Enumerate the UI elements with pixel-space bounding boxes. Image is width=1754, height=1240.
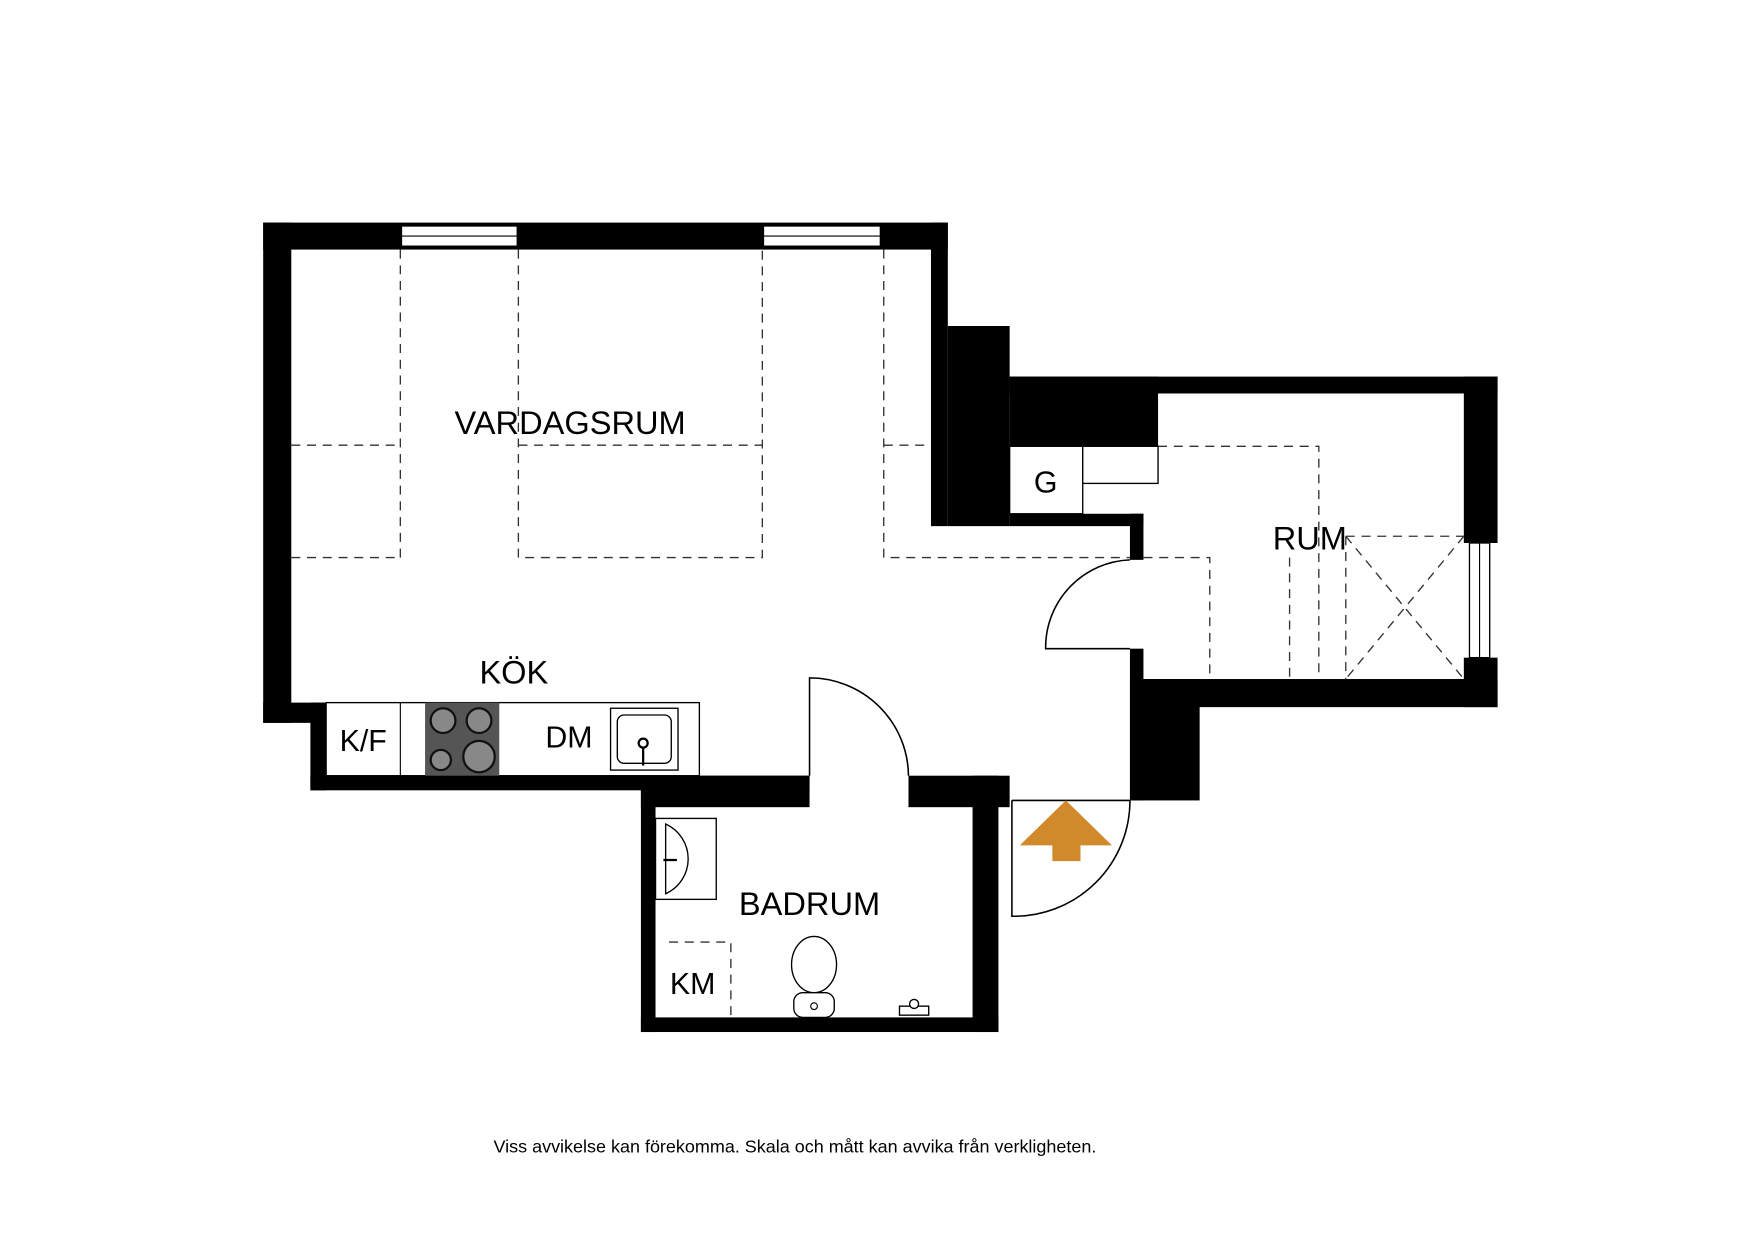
doors bbox=[808, 559, 1131, 918]
toilet-icon bbox=[790, 935, 838, 1019]
faucet-icon bbox=[898, 998, 930, 1016]
label-vardagsrum: VARDAGSRUM bbox=[454, 404, 685, 441]
sink-icon bbox=[609, 707, 679, 771]
door-badrum bbox=[808, 677, 910, 776]
walls bbox=[263, 222, 1498, 1033]
label-kf: K/F bbox=[340, 725, 387, 758]
label-kok: KÖK bbox=[479, 654, 548, 691]
label-dm: DM bbox=[545, 722, 592, 755]
entry-arrow-icon bbox=[1019, 800, 1112, 862]
windows bbox=[400, 225, 1491, 659]
furniture-outlines bbox=[291, 249, 1465, 1018]
label-km: KM bbox=[670, 968, 716, 1001]
door-entry bbox=[1011, 799, 1131, 918]
door-rum bbox=[1044, 559, 1130, 650]
washbasin-icon bbox=[654, 817, 717, 901]
kitchen-counter bbox=[325, 701, 701, 777]
label-g: G bbox=[1034, 466, 1058, 499]
label-rum: RUM bbox=[1273, 520, 1347, 557]
disclaimer: Viss avvikelse kan förekomma. Skala och … bbox=[493, 1136, 1096, 1156]
label-badrum: BADRUM bbox=[739, 885, 880, 922]
